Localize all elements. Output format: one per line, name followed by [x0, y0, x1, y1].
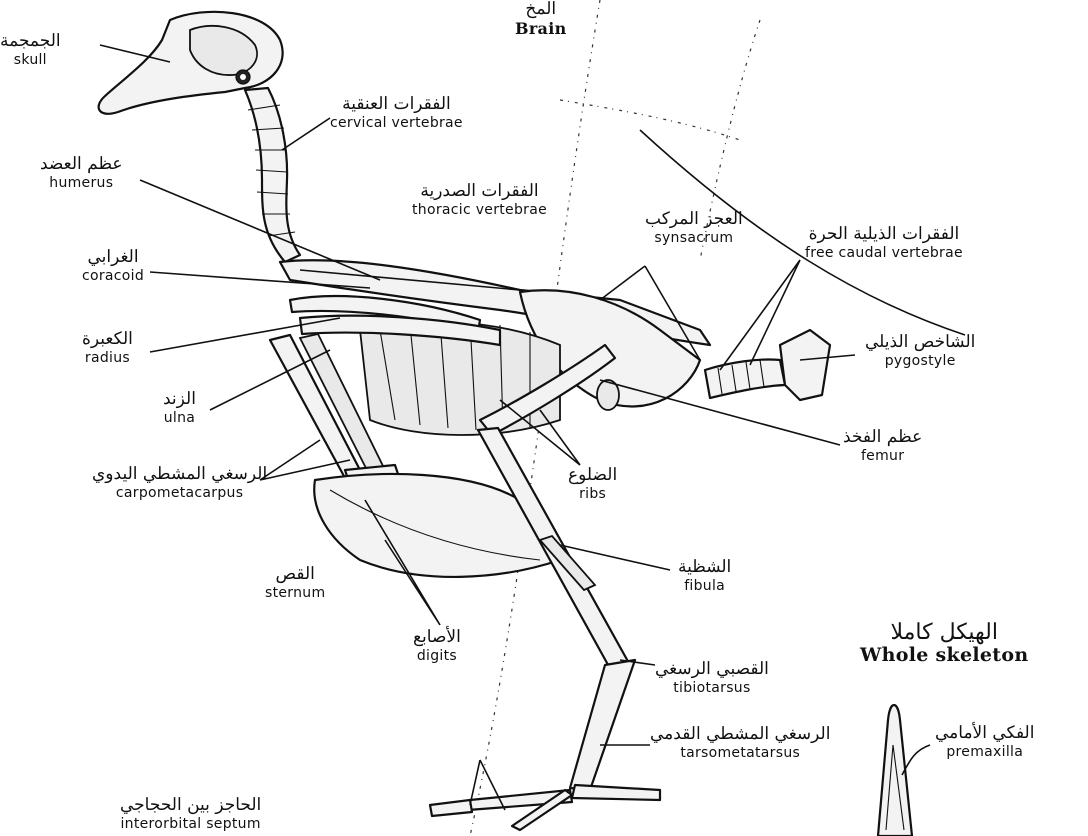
label-free-caudal-ar: الفقرات الذيلية الحرة	[805, 225, 963, 245]
label-pygostyle: الشاخص الذيلي pygostyle	[865, 333, 975, 369]
label-coracoid: الغرابي coracoid	[82, 248, 144, 284]
label-synsacrum-ar: العجز المركب	[645, 210, 743, 230]
label-carpometacarpus: الرسغي المشطي اليدوي carpometacarpus	[92, 465, 267, 501]
label-ulna: الزند ulna	[163, 390, 196, 426]
label-digits-en: digits	[413, 648, 461, 664]
label-ulna-en: ulna	[163, 410, 196, 426]
label-humerus-ar: عظم العضد	[40, 155, 123, 175]
label-coracoid-ar: الغرابي	[82, 248, 144, 268]
label-ribs-en: ribs	[568, 486, 617, 502]
label-radius-ar: الكعبرة	[82, 330, 133, 350]
label-ulna-ar: الزند	[163, 390, 196, 410]
label-tibiotarsus-en: tibiotarsus	[655, 680, 769, 696]
guide-line-top	[560, 100, 740, 140]
label-radius: الكعبرة radius	[82, 330, 133, 366]
label-pygostyle-en: pygostyle	[865, 353, 975, 369]
label-premaxilla-ar: الفكي الأمامي	[935, 724, 1034, 744]
label-interorbital-en: interorbital septum	[120, 816, 261, 832]
label-tarsometatarsus-en: tarsometatarsus	[650, 745, 830, 761]
label-cervical-en: cervical vertebrae	[330, 115, 463, 131]
label-thoracic-en: thoracic vertebrae	[412, 202, 547, 218]
label-tarsometatarsus-ar: الرسغي المشطي القدمي	[650, 725, 830, 745]
whole-skeleton-title: الهيكل كاملا Whole skeleton	[860, 620, 1028, 667]
whole-skeleton-title-en: Whole skeleton	[860, 645, 1028, 667]
label-ribs-ar: الضلوع	[568, 466, 617, 486]
label-pygostyle-ar: الشاخص الذيلي	[865, 333, 975, 353]
label-humerus-en: humerus	[40, 175, 123, 191]
label-tibiotarsus: القصبي الرسغي tibiotarsus	[655, 660, 769, 696]
label-carpometacarpus-ar: الرسغي المشطي اليدوي	[92, 465, 267, 485]
label-femur-en: femur	[843, 448, 922, 464]
tarsometatarsus-shape	[570, 660, 635, 790]
label-synsacrum-en: synsacrum	[645, 230, 743, 246]
label-digits: الأصابع digits	[413, 628, 461, 664]
label-femur: عظم الفخذ femur	[843, 428, 922, 464]
free-caudal-vertebrae-shape	[705, 359, 785, 398]
premaxilla-shape	[878, 705, 912, 836]
label-carpometacarpus-en: carpometacarpus	[92, 485, 267, 501]
label-sternum-en: sternum	[265, 585, 325, 601]
label-fibula: الشظية fibula	[678, 558, 731, 594]
label-synsacrum: العجز المركب synsacrum	[645, 210, 743, 246]
label-cervical-ar: الفقرات العنقية	[330, 95, 463, 115]
label-skull-ar: الجمجمة	[0, 32, 61, 52]
label-tarsometatarsus: الرسغي المشطي القدمي tarsometatarsus	[650, 725, 830, 761]
label-brain: المخ Brain	[515, 0, 567, 38]
label-humerus: عظم العضد humerus	[40, 155, 123, 191]
label-premaxilla-en: premaxilla	[935, 744, 1034, 760]
label-radius-en: radius	[82, 350, 133, 366]
label-free-caudal-en: free caudal vertebrae	[805, 245, 963, 261]
label-brain-en: Brain	[515, 20, 567, 38]
label-femur-ar: عظم الفخذ	[843, 428, 922, 448]
label-thoracic: الفقرات الصدرية thoracic vertebrae	[412, 182, 547, 218]
label-tibiotarsus-ar: القصبي الرسغي	[655, 660, 769, 680]
label-ribs: الضلوع ribs	[568, 466, 617, 502]
whole-skeleton-title-ar: الهيكل كاملا	[860, 620, 1028, 645]
label-free-caudal: الفقرات الذيلية الحرة free caudal verteb…	[805, 225, 963, 261]
label-fibula-ar: الشظية	[678, 558, 731, 578]
label-cervical: الفقرات العنقية cervical vertebrae	[330, 95, 463, 131]
label-sternum-ar: القص	[265, 565, 325, 585]
label-coracoid-en: coracoid	[82, 268, 144, 284]
pygostyle-shape	[780, 330, 830, 400]
label-premaxilla: الفكي الأمامي premaxilla	[935, 724, 1034, 760]
digits-shape	[430, 785, 660, 830]
label-interorbital: الحاجز بين الحجاجي interorbital septum	[120, 796, 261, 832]
label-skull-en: skull	[0, 52, 61, 68]
label-thoracic-ar: الفقرات الصدرية	[412, 182, 547, 202]
label-skull: الجمجمة skull	[0, 32, 61, 68]
label-sternum: القص sternum	[265, 565, 325, 601]
label-digits-ar: الأصابع	[413, 628, 461, 648]
label-interorbital-ar: الحاجز بين الحجاجي	[120, 796, 261, 816]
label-fibula-en: fibula	[678, 578, 731, 594]
label-brain-ar: المخ	[515, 0, 567, 20]
